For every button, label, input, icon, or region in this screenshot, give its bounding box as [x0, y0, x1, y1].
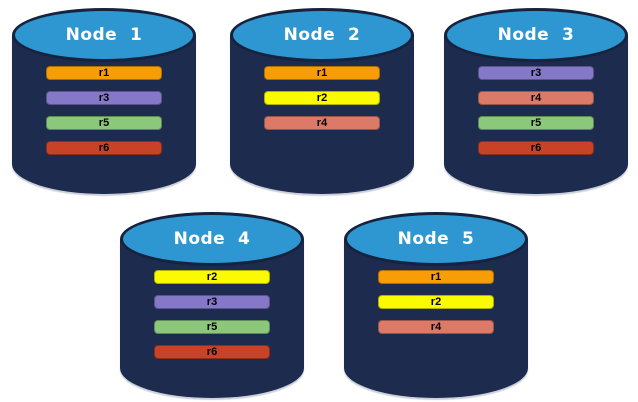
replica-bar-r3: r3	[154, 295, 270, 309]
cylinder-top: Node 2	[230, 8, 414, 62]
node-label: Node 4	[173, 229, 251, 249]
replica-bar-r1: r1	[264, 66, 380, 80]
database-node-3: Node 3 r3 r4 r5 r6	[444, 8, 628, 194]
replica-list: r1 r2 r4	[264, 66, 380, 130]
replica-bar-r2: r2	[264, 91, 380, 105]
replica-bar-r1: r1	[378, 270, 494, 284]
replica-bar-r5: r5	[478, 116, 594, 130]
database-node-4: Node 4 r2 r3 r5 r6	[120, 212, 304, 398]
cylinder-top: Node 5	[344, 212, 528, 266]
node-label: Node 1	[65, 25, 143, 45]
replica-list: r1 r2 r4	[378, 270, 494, 334]
replica-bar-r6: r6	[154, 345, 270, 359]
replica-list: r3 r4 r5 r6	[478, 66, 594, 155]
database-node-2: Node 2 r1 r2 r4	[230, 8, 414, 194]
cylinder-top: Node 1	[12, 8, 196, 62]
cylinder-top: Node 4	[120, 212, 304, 266]
replica-bar-r3: r3	[478, 66, 594, 80]
node-label: Node 3	[497, 25, 575, 45]
replica-bar-r1: r1	[46, 66, 162, 80]
replica-bar-r6: r6	[478, 141, 594, 155]
replica-bar-r4: r4	[264, 116, 380, 130]
node-label: Node 5	[397, 229, 475, 249]
replica-bar-r3: r3	[46, 91, 162, 105]
cylinder-top: Node 3	[444, 8, 628, 62]
database-node-5: Node 5 r1 r2 r4	[344, 212, 528, 398]
database-node-1: Node 1 r1 r3 r5 r6	[12, 8, 196, 194]
replica-bar-r4: r4	[378, 320, 494, 334]
replica-bar-r5: r5	[154, 320, 270, 334]
replica-bar-r2: r2	[154, 270, 270, 284]
replica-bar-r6: r6	[46, 141, 162, 155]
replica-list: r2 r3 r5 r6	[154, 270, 270, 359]
replica-bar-r2: r2	[378, 295, 494, 309]
node-label: Node 2	[283, 25, 361, 45]
replica-bar-r5: r5	[46, 116, 162, 130]
replica-bar-r4: r4	[478, 91, 594, 105]
replica-list: r1 r3 r5 r6	[46, 66, 162, 155]
